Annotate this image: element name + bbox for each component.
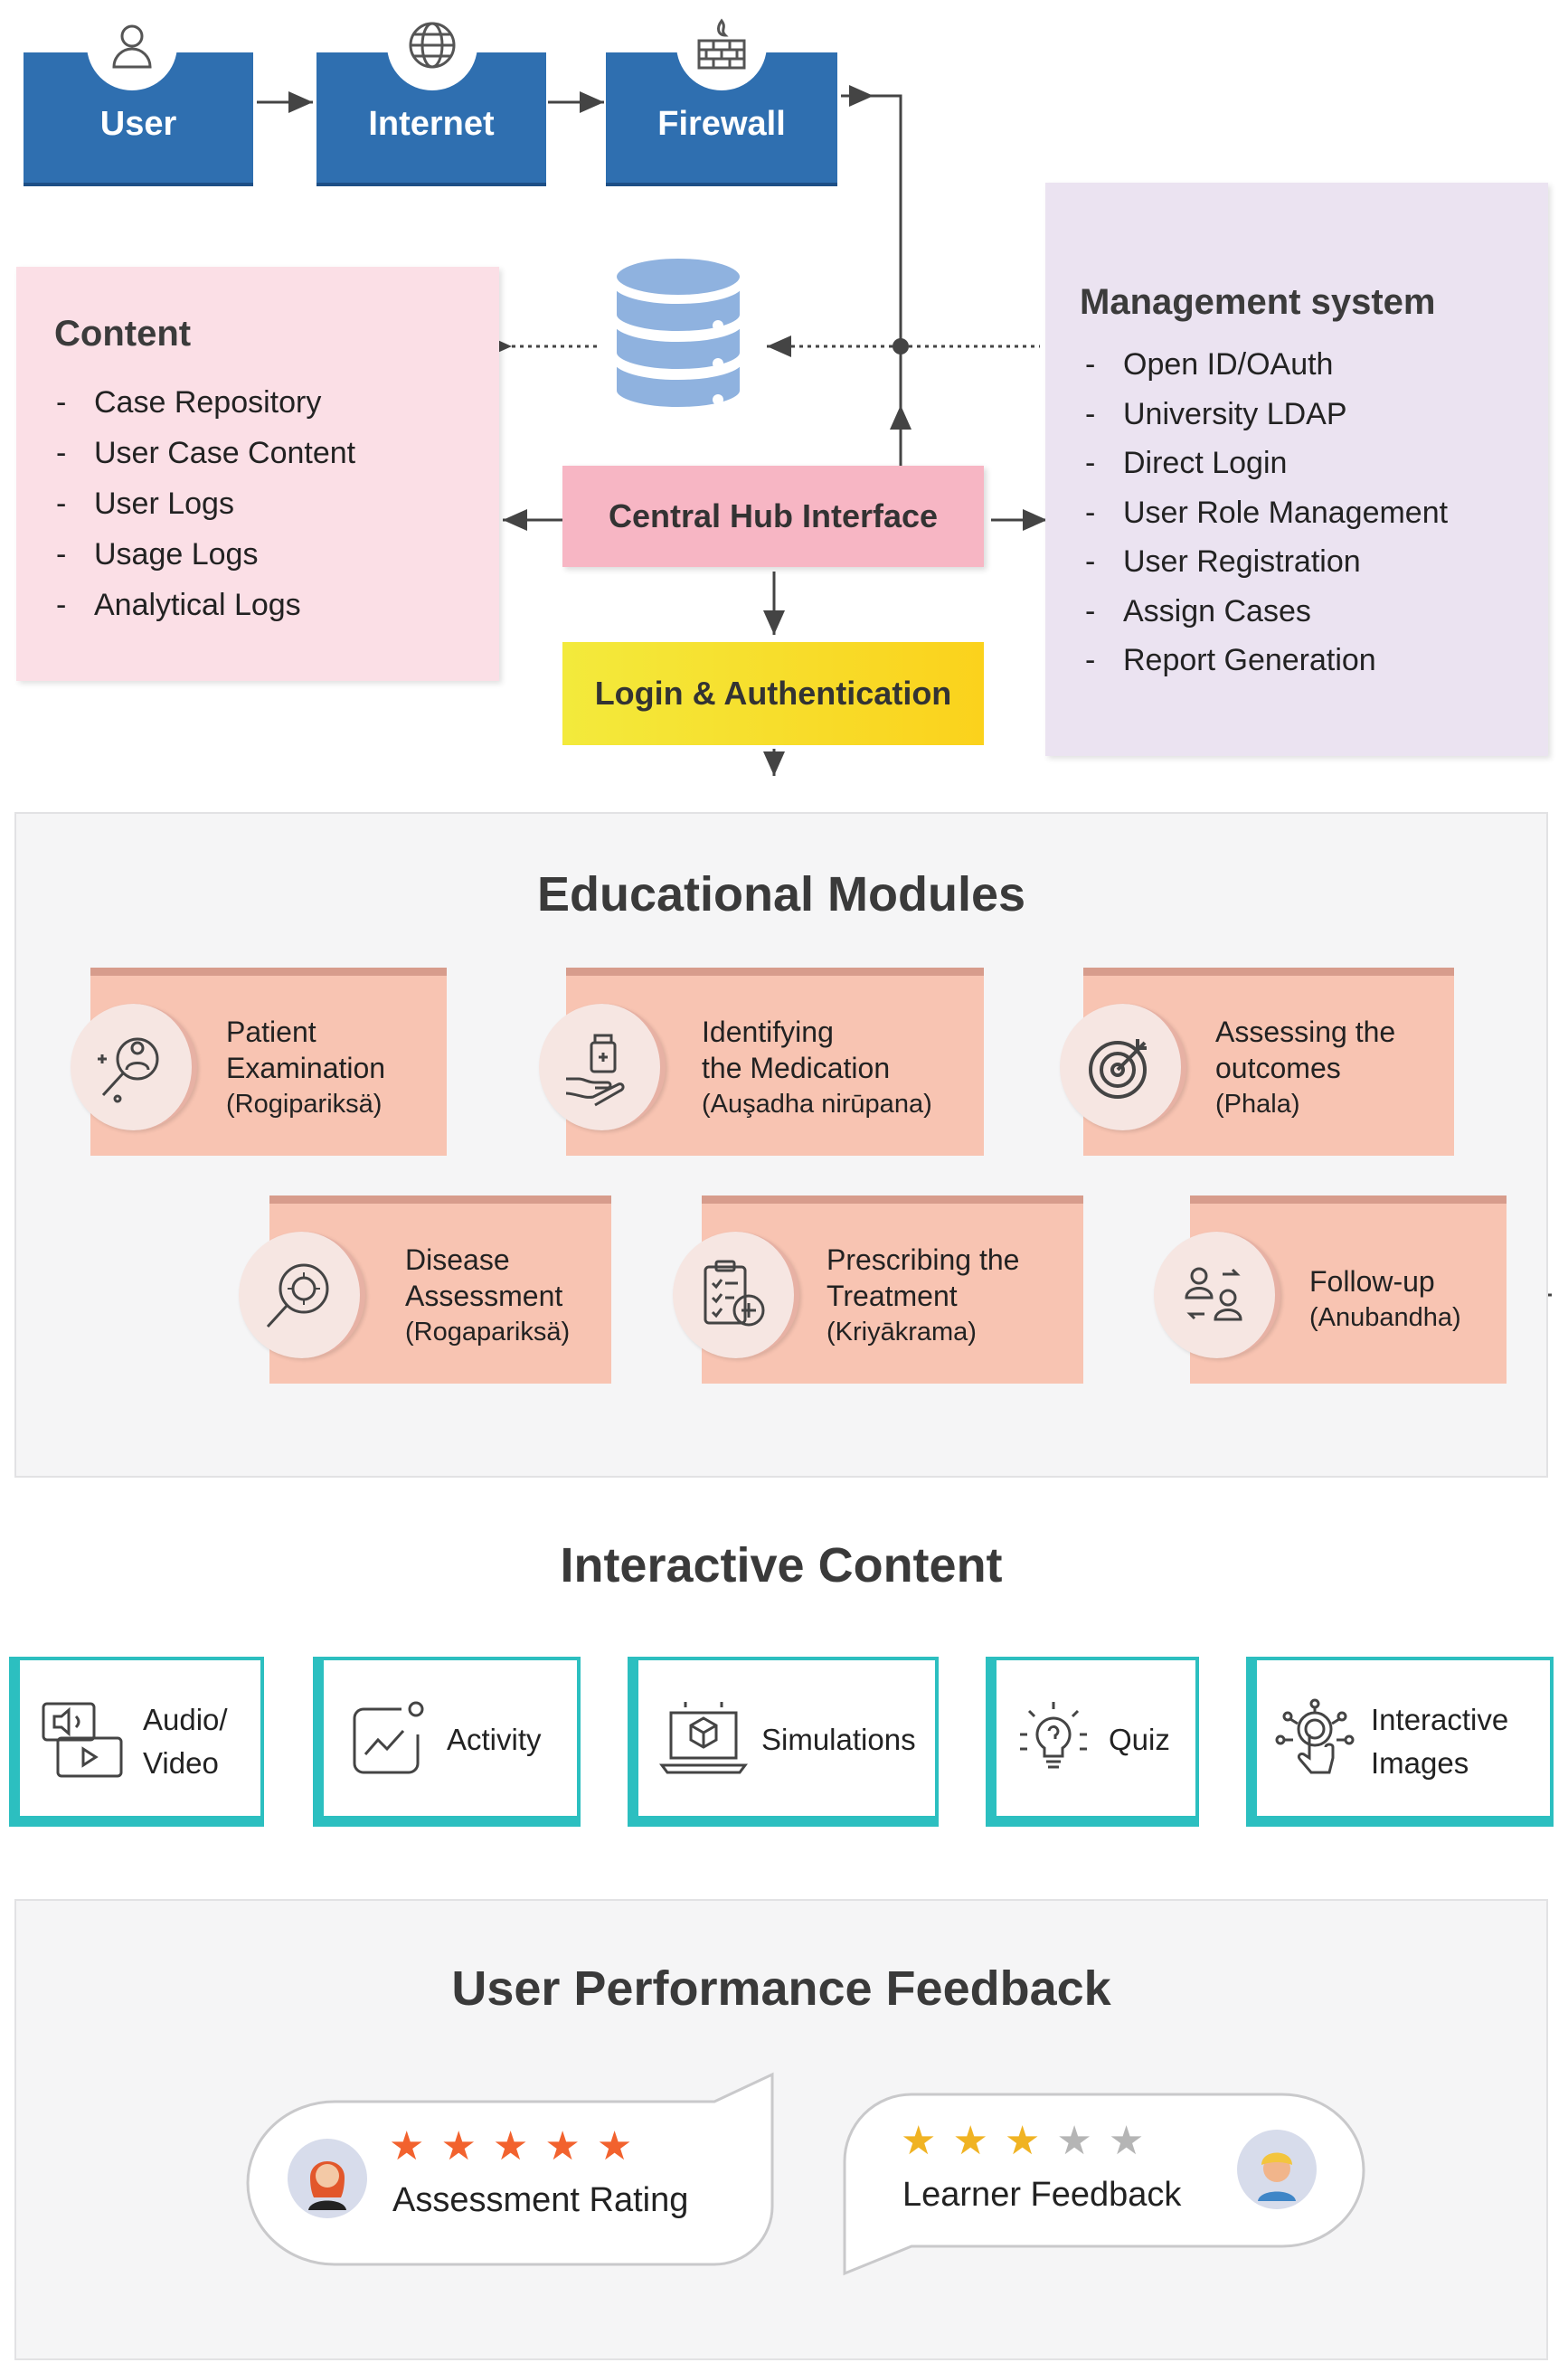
medication-hand-icon bbox=[539, 1004, 666, 1130]
module-title-line2: outcomes bbox=[1215, 1052, 1341, 1084]
login-authentication-label: Login & Authentication bbox=[594, 675, 952, 712]
module-subtitle: (Auşadha nirūpana) bbox=[702, 1090, 932, 1119]
user-box: User bbox=[24, 52, 253, 186]
prescription-clipboard-icon bbox=[673, 1232, 799, 1358]
module-title-line1: Prescribing the bbox=[827, 1243, 1020, 1276]
module-title-line2: Assessment bbox=[405, 1280, 563, 1312]
learner-feedback-bubble bbox=[843, 2093, 1365, 2276]
star-icon: ★ bbox=[1056, 2119, 1092, 2163]
module-title-line1: Patient bbox=[226, 1016, 316, 1048]
star-icon: ★ bbox=[901, 2119, 937, 2163]
content-list: -Case Repository -User Case Content -Use… bbox=[56, 377, 355, 630]
follow-up-people-icon bbox=[1154, 1232, 1280, 1358]
patient-examination-icon bbox=[71, 1004, 197, 1130]
star-icon: ★ bbox=[952, 2119, 988, 2163]
simulation-laptop-icon bbox=[658, 1698, 749, 1784]
interactive-label-line1: Simulations bbox=[761, 1723, 916, 1756]
login-authentication-box: Login & Authentication bbox=[562, 642, 984, 745]
interactive-images: Interactive Images bbox=[1246, 1657, 1554, 1827]
list-item: -User Case Content bbox=[56, 436, 356, 470]
list-item: -Case Repository bbox=[56, 385, 322, 420]
module-title-line2: the Medication bbox=[702, 1052, 891, 1084]
interactive-label-line1: Quiz bbox=[1109, 1723, 1170, 1756]
content-title: Content bbox=[54, 314, 192, 354]
module-subtitle: (Rogapariksä) bbox=[405, 1318, 571, 1347]
interactive-audio-video: Audio/ Video bbox=[9, 1657, 264, 1827]
management-box: Management system -Open ID/OAuth -Univer… bbox=[1045, 183, 1548, 756]
list-item: -University LDAP bbox=[1085, 396, 1347, 431]
list-item: -Assign Cases bbox=[1085, 593, 1311, 628]
avatar-female-icon bbox=[288, 2139, 367, 2218]
interactive-content-title: Interactive Content bbox=[560, 1538, 1003, 1592]
assessment-stars: ★ ★ ★ ★ ★ bbox=[389, 2127, 632, 2167]
star-icon: ★ bbox=[1004, 2119, 1041, 2163]
list-item: -User Role Management bbox=[1085, 495, 1449, 530]
feedback-title: User Performance Feedback bbox=[451, 1961, 1111, 2016]
firewall-label: Firewall bbox=[657, 104, 786, 143]
star-icon: ★ bbox=[1108, 2119, 1145, 2163]
target-icon bbox=[1060, 1004, 1186, 1130]
interactive-simulations: Simulations bbox=[628, 1657, 939, 1827]
interactive-activity: Activity bbox=[313, 1657, 581, 1827]
management-list: -Open ID/OAuth -University LDAP -Direct … bbox=[1085, 340, 1448, 685]
user-label: User bbox=[99, 104, 177, 143]
database-icon bbox=[611, 250, 745, 412]
avatar-male-icon bbox=[1237, 2130, 1317, 2209]
interactive-quiz: Quiz bbox=[986, 1657, 1199, 1827]
module-title-line1: Disease bbox=[405, 1243, 510, 1276]
list-item: -User Registration bbox=[1085, 544, 1361, 579]
module-subtitle: (Kriyākrama) bbox=[827, 1318, 977, 1347]
list-item: -Direct Login bbox=[1085, 446, 1288, 480]
interactive-label-line2: Images bbox=[1371, 1746, 1469, 1780]
central-hub-box: Central Hub Interface bbox=[562, 466, 984, 567]
star-icon: ★ bbox=[544, 2124, 581, 2169]
content-box: Content -Case Repository -User Case Cont… bbox=[16, 267, 499, 681]
interactive-label-line2: Video bbox=[143, 1746, 219, 1780]
list-item: -Open ID/OAuth bbox=[1085, 347, 1334, 382]
user-icon bbox=[87, 0, 177, 90]
module-subtitle: (Rogipariksä) bbox=[226, 1090, 383, 1119]
module-identifying-medication: Identifying the Medication (Auşadha nirū… bbox=[566, 968, 984, 1156]
assessment-rating-label: Assessment Rating bbox=[392, 2181, 689, 2219]
list-item: -Usage Logs bbox=[56, 537, 259, 572]
touch-interactive-icon bbox=[1273, 1698, 1355, 1784]
star-icon: ★ bbox=[440, 2124, 477, 2169]
module-subtitle: (Phala) bbox=[1215, 1090, 1300, 1119]
firewall-icon bbox=[676, 0, 767, 90]
star-icon: ★ bbox=[596, 2124, 633, 2169]
list-item: -Report Generation bbox=[1085, 643, 1376, 677]
interactive-label-line1: Audio/ bbox=[143, 1703, 228, 1736]
list-item: -User Logs bbox=[56, 487, 234, 521]
central-hub-label: Central Hub Interface bbox=[608, 497, 939, 534]
globe-icon bbox=[387, 0, 477, 90]
star-icon: ★ bbox=[389, 2124, 425, 2169]
module-title-line1: Assessing the bbox=[1215, 1016, 1396, 1048]
learner-stars: ★ ★ ★ ★ ★ bbox=[901, 2122, 1144, 2161]
virus-magnifier-icon bbox=[239, 1232, 365, 1358]
module-subtitle: (Anubandha) bbox=[1309, 1303, 1461, 1332]
assessment-rating-bubble bbox=[246, 2072, 774, 2266]
list-item: -Analytical Logs bbox=[56, 588, 301, 622]
module-title-line2: Treatment bbox=[827, 1280, 958, 1312]
module-title-line1: Follow-up bbox=[1309, 1265, 1435, 1298]
learner-feedback-label: Learner Feedback bbox=[902, 2176, 1182, 2214]
star-icon: ★ bbox=[492, 2124, 529, 2169]
lightbulb-quiz-icon bbox=[1013, 1698, 1094, 1784]
interactive-label-line1: Activity bbox=[447, 1723, 542, 1756]
educational-modules-title: Educational Modules bbox=[536, 867, 1026, 921]
audio-video-icon bbox=[40, 1698, 127, 1784]
internet-label: Internet bbox=[368, 104, 495, 143]
activity-chart-icon bbox=[347, 1698, 434, 1784]
module-title-line1: Identifying bbox=[702, 1016, 834, 1048]
management-title: Management system bbox=[1080, 282, 1436, 322]
module-title-line2: Examination bbox=[226, 1052, 386, 1084]
interactive-label-line1: Interactive bbox=[1371, 1703, 1509, 1736]
